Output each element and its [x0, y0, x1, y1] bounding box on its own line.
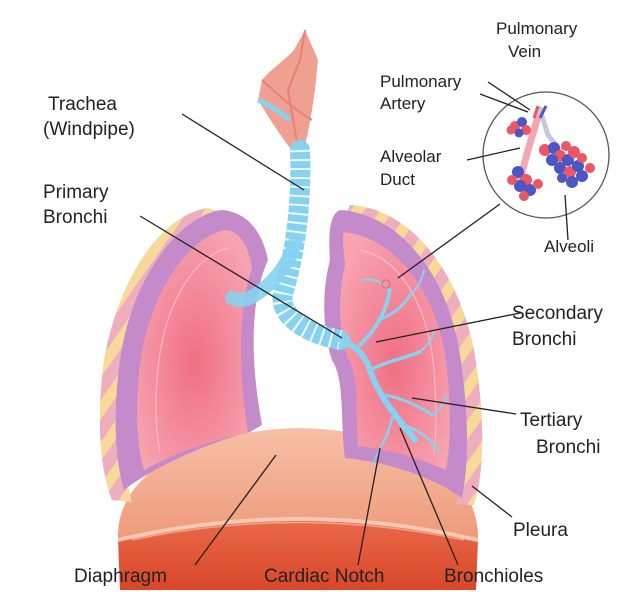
- label-primary-bronchi: Bronchi: [43, 207, 107, 228]
- label-pulmonary-artery: Pulmonary: [380, 72, 462, 91]
- label-artery: Artery: [380, 94, 426, 113]
- label-pulmonary-vein: Pulmonary: [496, 19, 578, 38]
- label-alveoli: Alveoli: [544, 237, 594, 256]
- label-duct: Duct: [380, 170, 415, 189]
- label-cardiac-notch: Cardiac Notch: [264, 566, 384, 587]
- label-pleura: Pleura: [513, 520, 568, 541]
- label-bronchioles: Bronchioles: [444, 566, 543, 587]
- label-secondary-bronchi: Bronchi: [512, 329, 576, 350]
- label-primary: Primary: [43, 182, 109, 203]
- trachea: [232, 30, 340, 340]
- label-trachea: Trachea: [48, 94, 117, 115]
- label-windpipe: (Windpipe): [43, 119, 135, 140]
- alveoli-magnifier: [483, 92, 609, 218]
- label-tertiary: Tertiary: [520, 410, 583, 431]
- label-secondary: Secondary: [512, 303, 603, 324]
- label-diaphragm: Diaphragm: [74, 566, 167, 587]
- label-vein: Vein: [508, 42, 541, 61]
- label-alveolar: Alveolar: [380, 147, 442, 166]
- label-tertiary-bronchi: Bronchi: [536, 437, 600, 458]
